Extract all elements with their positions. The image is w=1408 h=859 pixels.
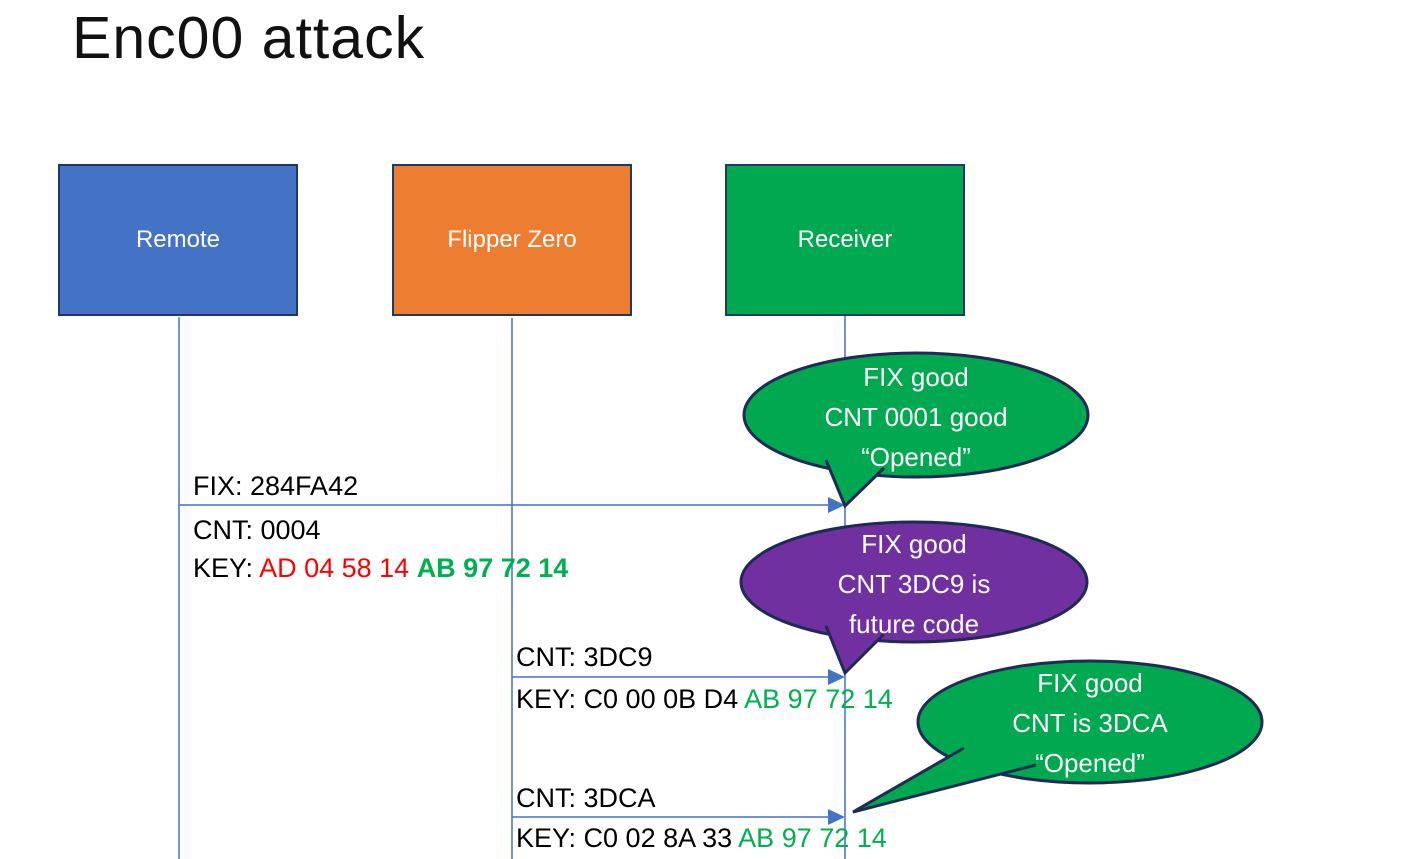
actor-box-receiver: Receiver <box>725 164 965 316</box>
speech-bubble-2-tail <box>824 625 886 676</box>
message-1-key-prefix: KEY: <box>193 553 260 583</box>
speech-bubble-2-shape <box>739 520 1089 644</box>
page-title: Enc00 attack <box>72 5 426 71</box>
message-3-key-label: KEY: C0 02 8A 33 AB 97 72 14 <box>516 822 887 854</box>
speech-bubble-1-line-3: “Opened” <box>861 442 971 472</box>
actor-box-remote: Remote <box>58 164 298 316</box>
message-1-key-red-bytes: AD 04 58 14 <box>259 553 417 583</box>
message-2-key-label: KEY: C0 00 0B D4 AB 97 72 14 <box>516 683 893 715</box>
speech-bubble-2-text: FIX good CNT 3DC9 is future code <box>744 524 1084 644</box>
speech-bubble-2-line-3: future code <box>848 609 980 639</box>
message-2-cnt-label: CNT: 3DC9 <box>516 642 653 672</box>
message-1-key-green-bytes: AB 97 72 14 <box>416 553 569 583</box>
message-1-cnt-label: CNT: 0004 <box>193 515 321 545</box>
message-arrow-3-head <box>828 809 845 825</box>
message-1-key-label: KEY: AD 04 58 14 AB 97 72 14 <box>193 552 568 584</box>
message-3-key-green-bytes: AB 97 72 14 <box>738 823 887 853</box>
message-arrow-1-head <box>828 497 845 513</box>
speech-bubble-3-tail <box>852 746 1037 814</box>
speech-bubble-1-tail <box>824 459 886 509</box>
message-arrow-2-head <box>828 669 845 685</box>
actor-label-flipper-zero: Flipper Zero <box>447 226 577 253</box>
message-2-key-prefix: KEY: C0 00 0B D4 <box>516 684 745 714</box>
message-3-cnt-label: CNT: 3DCA <box>516 783 656 813</box>
actor-label-remote: Remote <box>135 226 221 253</box>
speech-bubble-1-text: FIX good CNT 0001 good “Opened” <box>746 357 1086 477</box>
speech-bubble-2-line-1: FIX good <box>861 529 967 559</box>
message-2-key-green-bytes: AB 97 72 14 <box>744 684 893 714</box>
message-1-fix-label: FIX: 284FA42 <box>193 471 359 501</box>
speech-bubble-3-text: FIX good CNT is 3DCA “Opened” <box>920 663 1260 783</box>
speech-bubble-1-line-2: CNT 0001 good <box>824 402 1008 432</box>
speech-bubble-1-line-1: FIX good <box>863 362 969 392</box>
message-3-key-prefix: KEY: C0 02 8A 33 <box>516 823 739 853</box>
speech-bubble-1-shape <box>742 351 1090 479</box>
speech-bubble-3-line-1: FIX good <box>1037 668 1143 698</box>
speech-bubble-2-line-2: CNT 3DC9 is <box>837 569 991 599</box>
speech-bubble-3-shape <box>916 659 1264 785</box>
speech-bubble-3-line-2: CNT is 3DCA <box>1012 708 1168 738</box>
speech-bubble-3-line-3: “Opened” <box>1035 748 1145 778</box>
actor-label-receiver: Receiver <box>797 226 893 253</box>
actor-box-flipper-zero: Flipper Zero <box>392 164 632 316</box>
